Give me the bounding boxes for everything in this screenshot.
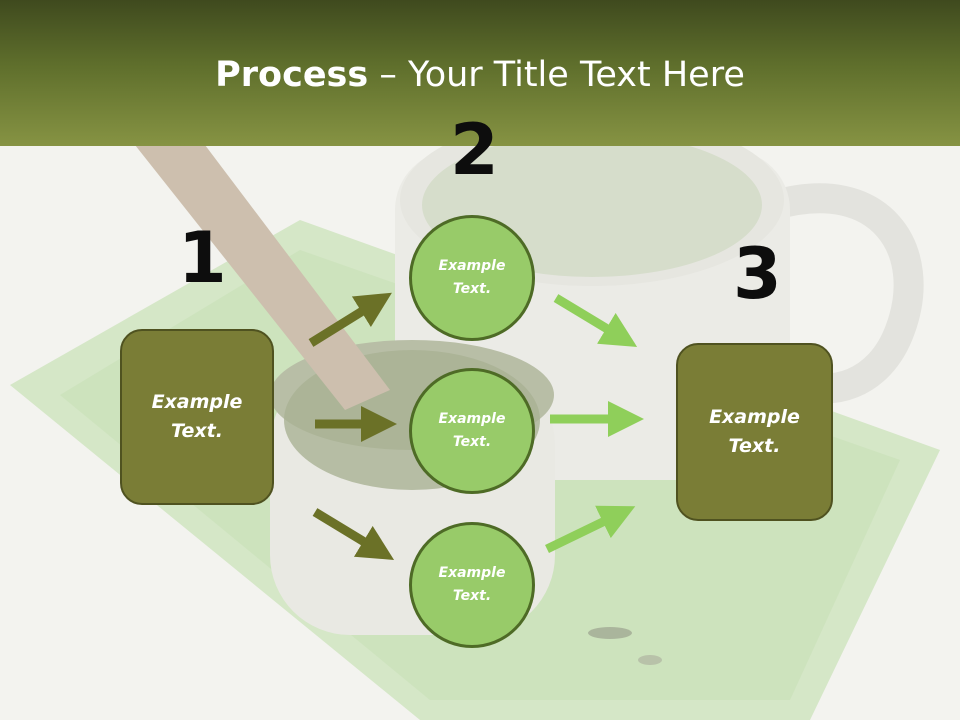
circle-3: Example Text. xyxy=(409,522,535,648)
arrow-to-circle-3 xyxy=(312,508,395,561)
slide-title: Process – Your Title Text Here xyxy=(0,52,960,98)
title-bold: Process xyxy=(215,55,369,95)
arrow-from-circle-1 xyxy=(553,294,638,347)
title-rest: – Your Title Text Here xyxy=(368,55,745,95)
right-box: Example Text. xyxy=(676,343,833,521)
right-box-text: Example Text. xyxy=(709,406,800,457)
circle-2-text: Example Text. xyxy=(438,411,506,450)
step-number-2: 2 xyxy=(450,109,499,191)
step-number-3: 3 xyxy=(733,233,782,315)
circle-1: Example Text. xyxy=(409,215,535,341)
title-bar: Process – Your Title Text Here xyxy=(0,0,960,146)
circle-1-text: Example Text. xyxy=(438,258,506,297)
left-box-text: Example Text. xyxy=(151,391,243,442)
arrow-to-circle-1 xyxy=(308,292,392,347)
circle-2: Example Text. xyxy=(409,368,535,494)
circle-3-text: Example Text. xyxy=(438,565,506,604)
step-number-1: 1 xyxy=(178,217,227,299)
left-box: Example Text. xyxy=(120,329,274,505)
arrow-from-circle-3 xyxy=(545,505,636,554)
